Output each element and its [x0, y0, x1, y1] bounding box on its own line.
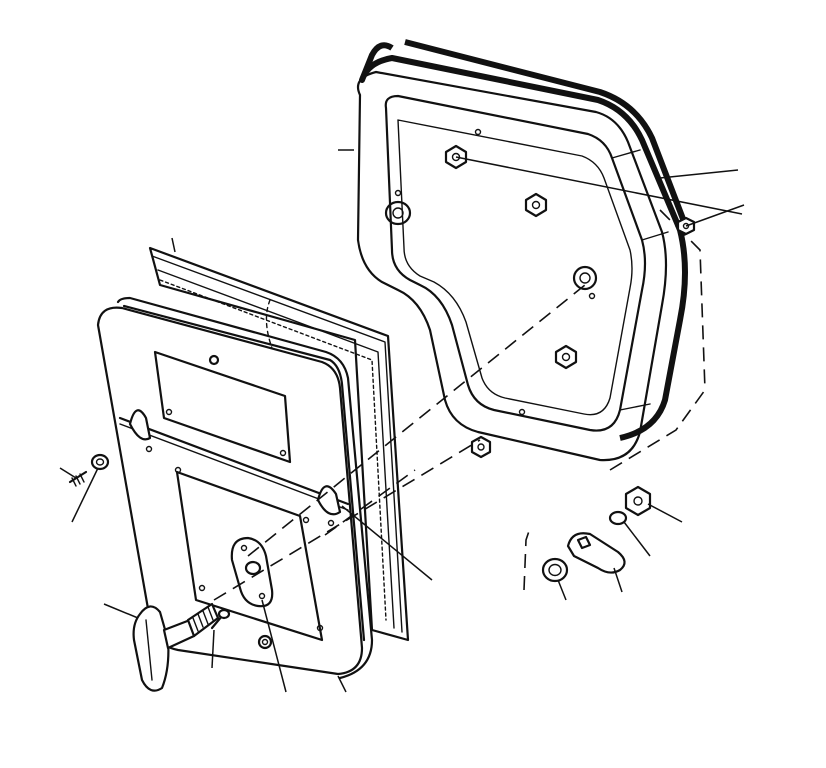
lock-washer [608, 510, 628, 526]
hex-nut [624, 485, 652, 517]
cam-latch [566, 532, 626, 574]
assembly-lines [213, 284, 586, 601]
hex-nut [554, 344, 578, 370]
washer [541, 557, 569, 583]
hex-nut [676, 216, 696, 236]
housing-mounting-boss [572, 265, 598, 291]
screw [68, 470, 88, 487]
air-cleaner-housing [356, 39, 706, 462]
wing-knob [132, 602, 220, 692]
housing-mounting-boss [384, 200, 412, 226]
washer [90, 453, 110, 471]
hex-nut [470, 435, 492, 459]
cover-label-plate [175, 470, 324, 642]
screw [210, 608, 231, 630]
leader-lines [59, 149, 745, 693]
threaded-stud [186, 602, 220, 638]
cover-label-plate [153, 350, 292, 464]
keyhole-bracket [230, 536, 274, 608]
hex-nut [524, 192, 548, 218]
